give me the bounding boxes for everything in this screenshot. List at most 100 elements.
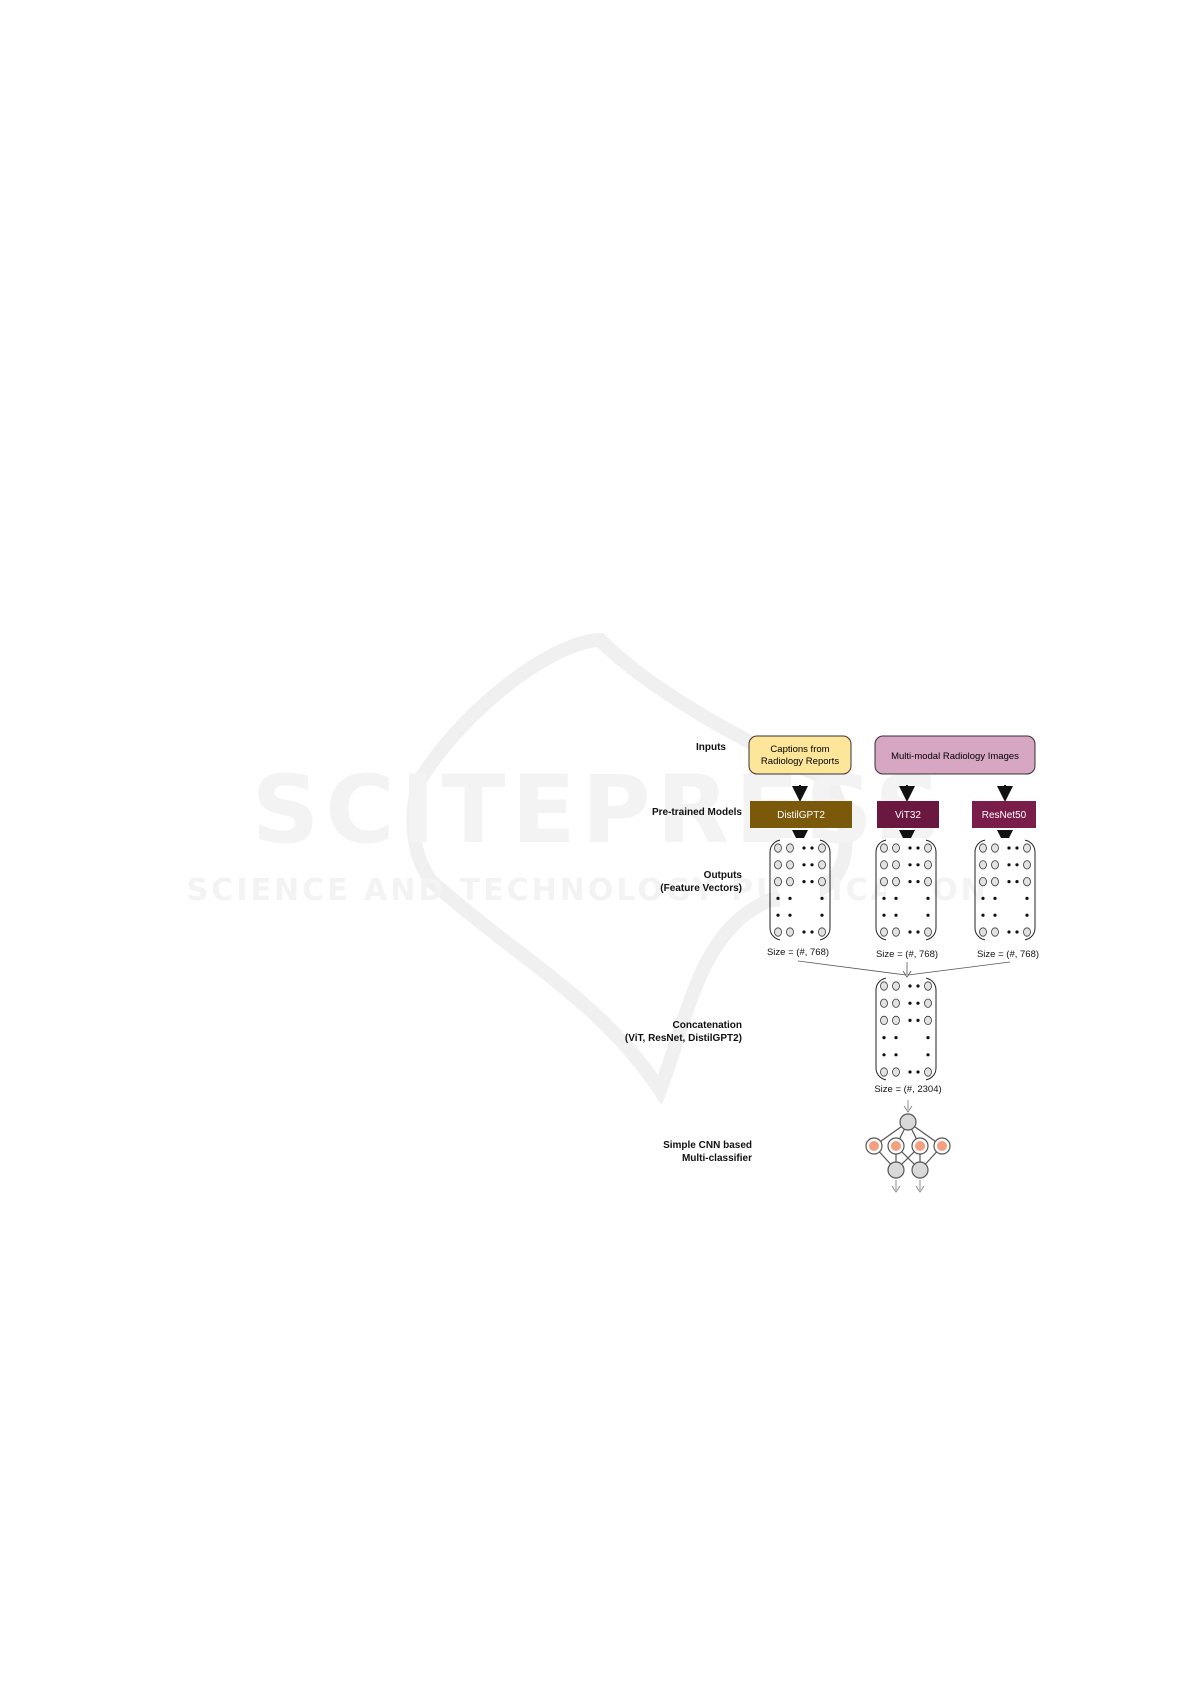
label-concatenation: Concatenation bbox=[673, 1020, 742, 1031]
matrix-cell bbox=[1023, 860, 1031, 870]
distilgpt2-box bbox=[750, 801, 852, 828]
matrix-cell bbox=[880, 860, 888, 870]
nn-node-orange-core bbox=[891, 1141, 901, 1151]
matrix-ellipsis-dot bbox=[908, 863, 912, 867]
matrix-cell bbox=[892, 843, 900, 853]
merge-line-distilgpt2 bbox=[797, 960, 907, 976]
nn-node-orange-core bbox=[937, 1141, 947, 1151]
matrix-ellipsis-dot bbox=[916, 880, 920, 884]
label-inputs: Inputs bbox=[696, 742, 726, 753]
matrix-cell bbox=[774, 843, 782, 853]
matrix-cell bbox=[991, 876, 999, 887]
matrix-ellipsis-dot bbox=[788, 896, 792, 901]
matrix-cell bbox=[880, 1067, 888, 1077]
matrix-bracket-mask bbox=[886, 838, 926, 942]
matrix-ellipsis-dot bbox=[894, 1053, 898, 1057]
matrix-ellipsis-dot bbox=[908, 880, 912, 884]
matrix-ellipsis-dot bbox=[926, 1053, 930, 1057]
cnn-classifier-network bbox=[865, 1113, 951, 1179]
matrix-ellipsis-dot bbox=[916, 984, 920, 988]
nn-node-orange-core bbox=[869, 1141, 879, 1151]
label-classifier: Simple CNN based bbox=[663, 1140, 752, 1151]
matrix-ellipsis-dot bbox=[810, 930, 814, 934]
matrix-ellipsis-dot bbox=[908, 1018, 912, 1023]
resnet50-label: ResNet50 bbox=[982, 810, 1027, 821]
matrix-bracket-mask bbox=[985, 838, 1025, 942]
matrix-ellipsis-dot bbox=[926, 1036, 930, 1040]
matrix-ellipsis-dot bbox=[894, 1036, 898, 1040]
matrix-cell bbox=[924, 860, 932, 870]
matrix-cell bbox=[786, 927, 794, 937]
vit32-feature-matrix bbox=[875, 838, 937, 942]
matrix-cell bbox=[1023, 876, 1031, 887]
merge-line-resnet bbox=[907, 961, 1011, 976]
matrix-cell bbox=[924, 981, 932, 991]
matrix-bracket-mask bbox=[780, 838, 820, 942]
nn-node-bottom bbox=[887, 1161, 905, 1179]
matrix-ellipsis-dot bbox=[776, 913, 780, 917]
matrix-ellipsis-dot bbox=[1007, 880, 1011, 884]
matrix-cell bbox=[924, 843, 932, 853]
matrix-ellipsis-dot bbox=[993, 913, 997, 917]
matrix-ellipsis-dot bbox=[894, 896, 898, 901]
matrix-cell bbox=[880, 981, 888, 991]
nn-node-orange-core bbox=[915, 1141, 925, 1151]
label-outputs: Outputs bbox=[704, 870, 743, 881]
matrix-ellipsis-dot bbox=[810, 863, 814, 867]
output-arrowhead-icon bbox=[915, 1185, 925, 1193]
matrix-cell bbox=[774, 860, 782, 870]
matrix-ellipsis-dot bbox=[916, 863, 920, 867]
matrix-ellipsis-dot bbox=[882, 1036, 886, 1040]
vit32-label: ViT32 bbox=[895, 810, 921, 821]
label-feature-vectors: (Feature Vectors) bbox=[660, 883, 742, 894]
matrix-ellipsis-dot bbox=[908, 1001, 912, 1005]
distilgpt2-label: DistilGPT2 bbox=[777, 810, 825, 821]
matrix-ellipsis-dot bbox=[916, 1018, 920, 1023]
matrix-cell bbox=[880, 927, 888, 937]
resnet50-size-label: Size = (#, 768) bbox=[977, 949, 1039, 960]
matrix-cell bbox=[786, 860, 794, 870]
matrix-cell bbox=[774, 927, 782, 937]
matrix-ellipsis-dot bbox=[802, 846, 806, 850]
distilgpt2-feature-matrix bbox=[769, 838, 831, 942]
matrix-ellipsis-dot bbox=[916, 846, 920, 850]
matrix-bracket-mask bbox=[886, 976, 926, 1082]
label-pretrained-models: Pre-trained Models bbox=[652, 807, 742, 818]
matrix-ellipsis-dot bbox=[908, 930, 912, 934]
matrix-ellipsis-dot bbox=[916, 930, 920, 934]
matrix-cell bbox=[892, 998, 900, 1008]
matrix-ellipsis-dot bbox=[810, 880, 814, 884]
matrix-cell bbox=[991, 843, 999, 853]
matrix-ellipsis-dot bbox=[882, 913, 886, 917]
matrix-cell bbox=[991, 927, 999, 937]
resnet50-box bbox=[972, 801, 1036, 828]
matrix-ellipsis-dot bbox=[926, 896, 930, 901]
matrix-cell bbox=[892, 981, 900, 991]
nn-node-top bbox=[899, 1113, 917, 1131]
matrix-cell bbox=[880, 1015, 888, 1026]
concat-feature-matrix bbox=[875, 976, 937, 1082]
captions-label-line1: Captions from bbox=[770, 744, 829, 755]
matrix-cell bbox=[924, 1015, 932, 1026]
matrix-ellipsis-dot bbox=[908, 984, 912, 988]
output-arrowhead-icon bbox=[891, 1185, 901, 1193]
matrix-ellipsis-dot bbox=[926, 913, 930, 917]
matrix-ellipsis-dot bbox=[981, 896, 985, 901]
matrix-ellipsis-dot bbox=[1015, 863, 1019, 867]
matrix-ellipsis-dot bbox=[882, 1053, 886, 1057]
images-input-box bbox=[874, 735, 1036, 775]
matrix-cell bbox=[924, 927, 932, 937]
matrix-ellipsis-dot bbox=[1015, 880, 1019, 884]
matrix-ellipsis-dot bbox=[1007, 930, 1011, 934]
matrix-ellipsis-dot bbox=[788, 913, 792, 917]
matrix-ellipsis-dot bbox=[810, 846, 814, 850]
matrix-ellipsis-dot bbox=[802, 880, 806, 884]
matrix-cell bbox=[979, 927, 987, 937]
matrix-cell bbox=[880, 843, 888, 853]
matrix-cell bbox=[991, 860, 999, 870]
matrix-ellipsis-dot bbox=[981, 913, 985, 917]
matrix-cell bbox=[892, 927, 900, 937]
merge-arrowhead-icon bbox=[902, 970, 912, 978]
matrix-cell bbox=[880, 998, 888, 1008]
captions-label-line2: Radiology Reports bbox=[761, 756, 839, 767]
